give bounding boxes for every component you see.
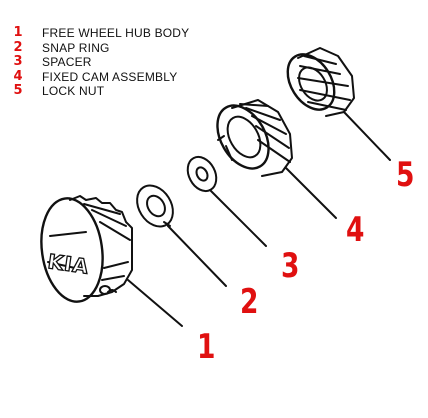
legend-number: 2: [13, 39, 23, 55]
parts-legend: 1 FREE WHEEL HUB BODY 2 SNAP RING 3 SPACER 4 FI…: [12, 26, 189, 99]
legend-number: 5: [13, 83, 23, 99]
legend-label: FREE WHEEL HUB BODY: [42, 26, 190, 41]
callout-1: 1: [197, 327, 216, 367]
snap-ring: [136, 184, 174, 228]
leader-line-2: [167, 225, 227, 287]
legend-item: 5 LOCK NUT: [12, 84, 189, 99]
callout-4: 4: [346, 210, 365, 250]
spacer: [186, 155, 218, 193]
leader-line-1: [127, 279, 183, 327]
fixed-cam-assembly: [216, 99, 293, 177]
legend-label: SPACER: [42, 55, 92, 70]
legend-label: SNAP RING: [42, 40, 110, 55]
callout-2: 2: [240, 282, 259, 322]
callout-5: 5: [396, 155, 415, 195]
leader-line-5: [343, 111, 391, 161]
legend-label: LOCK NUT: [42, 84, 105, 99]
callout-3: 3: [281, 246, 300, 286]
legend-item: 1 FREE WHEEL HUB BODY: [12, 26, 189, 41]
legend-item: 3 SPACER: [12, 55, 189, 70]
lock-nut: [286, 47, 355, 117]
legend-item: 4 FIXED CAM ASSEMBLY: [12, 68, 189, 85]
legend-number: 1: [13, 25, 23, 41]
leader-line-4: [285, 167, 337, 219]
legend-number: 4: [13, 68, 23, 84]
free-wheel-hub-body: [40, 195, 133, 303]
leader-line-3: [209, 189, 267, 247]
legend-label: FIXED CAM ASSEMBLY: [42, 69, 178, 84]
legend-number: 3: [13, 54, 23, 70]
legend-item: 2 SNAP RING: [12, 39, 189, 56]
hub-body-lettering: KIA: [46, 249, 90, 279]
